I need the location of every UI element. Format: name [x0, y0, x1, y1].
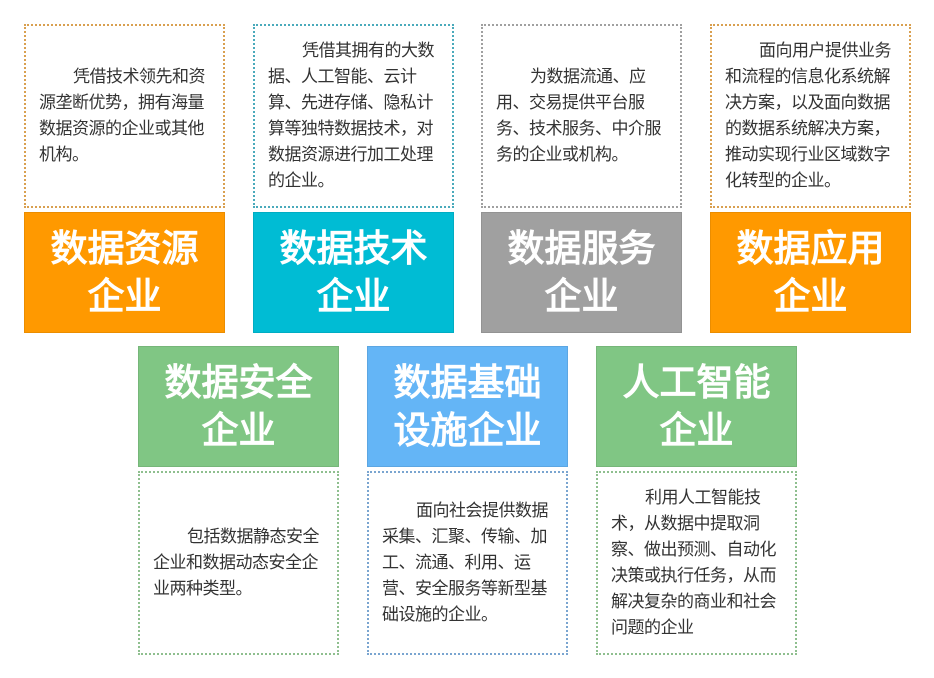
description-box: 凭借技术领先和资源垄断优势，拥有海量数据资源的企业或其他机构。 [24, 24, 225, 208]
title-line: 企业 [659, 408, 734, 452]
description-text: 面向社会提供数据采集、汇聚、传输、加工、流通、利用、运营、安全服务等新型基础设施… [382, 501, 549, 625]
title-line: 数据应用 [736, 226, 885, 270]
description-box: 包括数据静态安全企业和数据动态安全企业两种类型。 [138, 471, 339, 655]
title-line: 企业 [201, 408, 276, 452]
title-line: 数据技术 [279, 226, 428, 270]
description-text: 凭借技术领先和资源垄断优势，拥有海量数据资源的企业或其他机构。 [39, 67, 206, 165]
description-box: 凭借其拥有的大数据、人工智能、云计算、先进存储、隐私计算等独特数据技术，对数据资… [253, 24, 454, 208]
description-box: 面向用户提供业务和流程的信息化系统解决方案，以及面向数据的数据系统解决方案，推动… [710, 24, 911, 208]
title-line: 企业 [544, 274, 619, 318]
category-title: 人工智能企业 [596, 346, 797, 467]
category-title: 数据服务企业 [481, 212, 682, 333]
title-line: 企业 [773, 274, 848, 318]
title-line: 企业 [87, 274, 162, 318]
category-title: 数据应用企业 [710, 212, 911, 333]
title-line: 数据服务 [507, 226, 656, 270]
category-title: 数据资源企业 [24, 212, 225, 333]
title-line: 数据安全 [164, 360, 313, 404]
description-text: 凭借其拥有的大数据、人工智能、云计算、先进存储、隐私计算等独特数据技术，对数据资… [268, 41, 435, 191]
title-line: 设施企业 [393, 408, 542, 452]
description-box: 面向社会提供数据采集、汇聚、传输、加工、流通、利用、运营、安全服务等新型基础设施… [367, 471, 568, 655]
description-box: 利用人工智能技术，从数据中提取洞察、做出预测、自动化决策或执行任务，从而解决复杂… [596, 471, 797, 655]
category-title: 数据安全企业 [138, 346, 339, 467]
description-text: 面向用户提供业务和流程的信息化系统解决方案，以及面向数据的数据系统解决方案，推动… [725, 41, 892, 191]
description-text: 利用人工智能技术，从数据中提取洞察、做出预测、自动化决策或执行任务，从而解决复杂… [611, 488, 777, 638]
description-text: 为数据流通、应用、交易提供平台服务、技术服务、中介服务的企业或机构。 [496, 67, 662, 165]
category-title: 数据技术企业 [253, 212, 454, 333]
description-box: 为数据流通、应用、交易提供平台服务、技术服务、中介服务的企业或机构。 [481, 24, 682, 208]
title-line: 人工智能 [622, 360, 771, 404]
description-text: 包括数据静态安全企业和数据动态安全企业两种类型。 [153, 527, 320, 599]
category-title: 数据基础设施企业 [367, 346, 568, 467]
title-line: 企业 [316, 274, 391, 318]
title-line: 数据资源 [50, 226, 199, 270]
title-line: 数据基础 [393, 360, 542, 404]
